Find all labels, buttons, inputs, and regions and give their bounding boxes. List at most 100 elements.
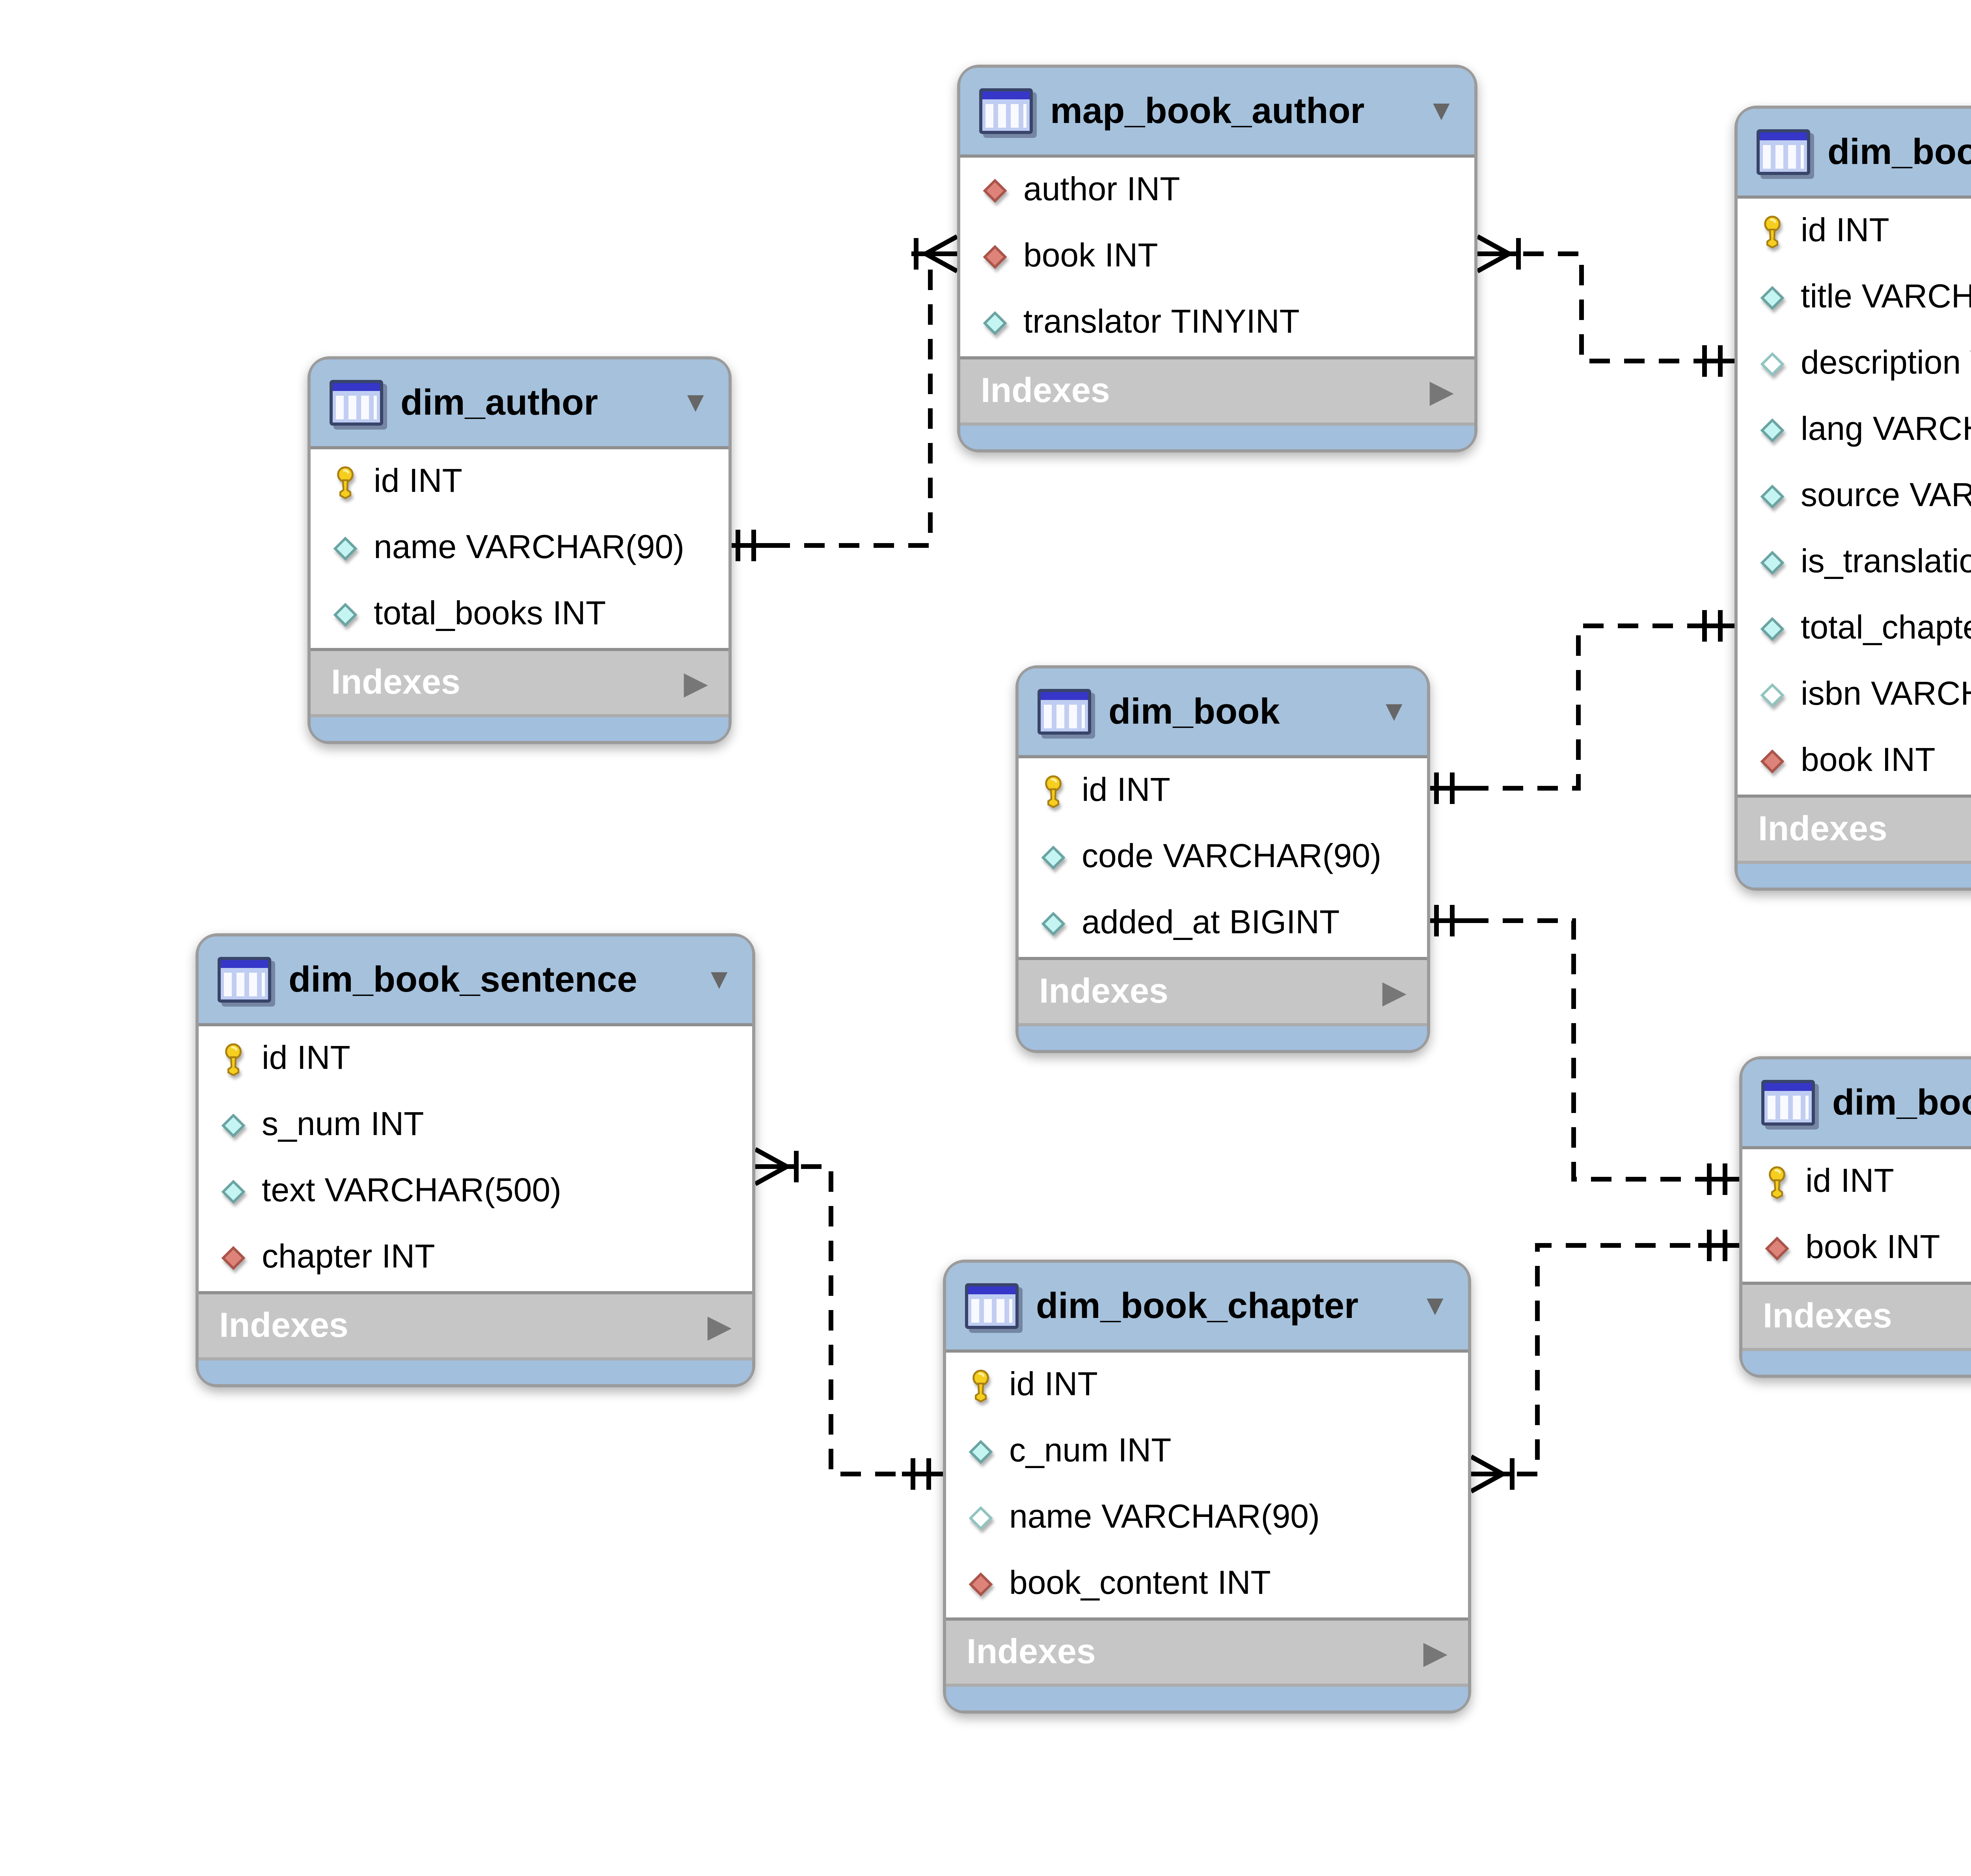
- column-name: c_num: [1009, 1433, 1109, 1469]
- expand-right-triangle-icon[interactable]: ▶: [684, 666, 708, 701]
- indexes-bar-map_book_author[interactable]: Indexes ▶: [960, 356, 1474, 422]
- expand-right-triangle-icon[interactable]: ▶: [1429, 374, 1454, 409]
- primary-key-icon: [967, 1368, 993, 1403]
- indexes-bar-dim_book_chapter[interactable]: Indexes ▶: [946, 1617, 1468, 1684]
- column-name: total_chapters: [1801, 610, 1971, 646]
- table-header-map_book_author[interactable]: map_book_author▼: [960, 68, 1474, 158]
- column-type: VARCHAR(90): [1163, 839, 1382, 875]
- relationship-dim_book_sentence-dim_book_chapter[interactable]: [754, 1147, 943, 1490]
- column-list: idINTtitleVARCHAR(90)descriptionVARCHAR(…: [1738, 199, 1971, 795]
- column-name: name: [1009, 1499, 1092, 1535]
- table-header-dim_book_sentence[interactable]: dim_book_sentence▼: [199, 936, 752, 1026]
- column-type: INT: [382, 1239, 435, 1275]
- table-footer-strip: [311, 714, 728, 741]
- table-name: dim_book_content: [1832, 1081, 1971, 1122]
- collapse-caret-icon[interactable]: ▼: [1421, 1290, 1449, 1321]
- nullable-column-diamond-icon: [1758, 678, 1785, 713]
- column-row-dim_book_info-source[interactable]: sourceVARCHAR(90): [1738, 463, 1971, 530]
- table-dim_book_info[interactable]: dim_book_info▼idINTtitleVARCHAR(90)descr…: [1734, 106, 1971, 891]
- table-header-dim_book_info[interactable]: dim_book_info▼: [1738, 109, 1971, 199]
- column-name: translator: [1023, 304, 1162, 341]
- relationship-map_book_author-dim_book_info[interactable]: [1476, 234, 1734, 377]
- table-name: dim_book_info: [1828, 131, 1971, 172]
- column-row-dim_book_info-is_translation[interactable]: is_translationTINYINT: [1738, 530, 1971, 596]
- column-row-dim_book_info-title[interactable]: titleVARCHAR(90): [1738, 265, 1971, 331]
- indexes-bar-dim_book_content[interactable]: Indexes▶: [1742, 1282, 1971, 1348]
- column-name: isbn: [1801, 676, 1862, 713]
- table-name: dim_author: [401, 382, 598, 422]
- table-footer-strip: [946, 1684, 1468, 1710]
- column-type: INT: [371, 1107, 424, 1143]
- column-type: INT: [1836, 213, 1889, 249]
- relationship-dim_book-dim_book_info[interactable]: [1430, 610, 1734, 804]
- expand-right-triangle-icon[interactable]: ▶: [1423, 1636, 1448, 1670]
- primary-key-icon: [1758, 214, 1785, 249]
- indexes-bar-dim_book_sentence[interactable]: Indexes▶: [199, 1291, 752, 1357]
- column-row-dim_book_info-isbn[interactable]: isbnVARCHAR(80): [1738, 662, 1971, 728]
- column-name: id: [262, 1040, 288, 1077]
- column-row-dim_book_info-total_chapters[interactable]: total_chaptersINT: [1738, 596, 1971, 662]
- column-name: total_books: [374, 596, 543, 632]
- column-name: chapter: [262, 1239, 373, 1275]
- column-diamond-icon: [1039, 840, 1066, 875]
- column-type: INT: [1217, 1565, 1271, 1602]
- table-icon: [965, 1283, 1019, 1329]
- column-row-dim_book_info-description[interactable]: descriptionVARCHAR(200): [1738, 331, 1971, 397]
- column-row-dim_book_info-lang[interactable]: langVARCHAR(5): [1738, 397, 1971, 463]
- table-header-dim_book_chapter[interactable]: dim_book_chapter▼: [946, 1263, 1468, 1353]
- table-header-dim_book_content[interactable]: dim_book_content▼: [1742, 1059, 1971, 1149]
- collapse-caret-icon[interactable]: ▼: [1427, 95, 1455, 126]
- relationship-dim_author-map_book_author[interactable]: [732, 234, 958, 561]
- column-type: VARCHAR(5): [1872, 411, 1971, 448]
- indexes-bar-dim_book_info[interactable]: Indexes▶: [1738, 795, 1971, 861]
- collapse-caret-icon[interactable]: ▼: [1380, 695, 1408, 727]
- indexes-label: Indexes: [967, 1632, 1096, 1671]
- table-header-dim_author[interactable]: dim_author ▼: [311, 359, 728, 449]
- column-diamond-icon: [219, 1174, 246, 1209]
- indexes-bar-dim_author[interactable]: Indexes▶: [311, 648, 728, 714]
- expand-right-triangle-icon[interactable]: ▶: [1382, 975, 1407, 1010]
- relationship-dim_book_chapter-dim_book_content[interactable]: [1470, 1230, 1739, 1494]
- column-type: INT: [1118, 1433, 1172, 1469]
- column-diamond-icon: [1039, 906, 1066, 941]
- indexes-label: Indexes: [981, 370, 1110, 410]
- expand-right-triangle-icon[interactable]: ▶: [707, 1309, 732, 1344]
- collapse-caret-icon[interactable]: ▼: [705, 963, 733, 995]
- column-diamond-icon: [1758, 612, 1785, 646]
- relationship-dim_book-dim_book_content[interactable]: [1430, 905, 1739, 1195]
- collapse-caret-icon[interactable]: ▼: [681, 386, 710, 418]
- table-header-dim_book[interactable]: dim_book▼: [1019, 668, 1427, 758]
- column-name: description: [1801, 345, 1961, 382]
- column-name: lang: [1801, 411, 1863, 448]
- indexes-bar-dim_book[interactable]: Indexes▶: [1019, 957, 1427, 1023]
